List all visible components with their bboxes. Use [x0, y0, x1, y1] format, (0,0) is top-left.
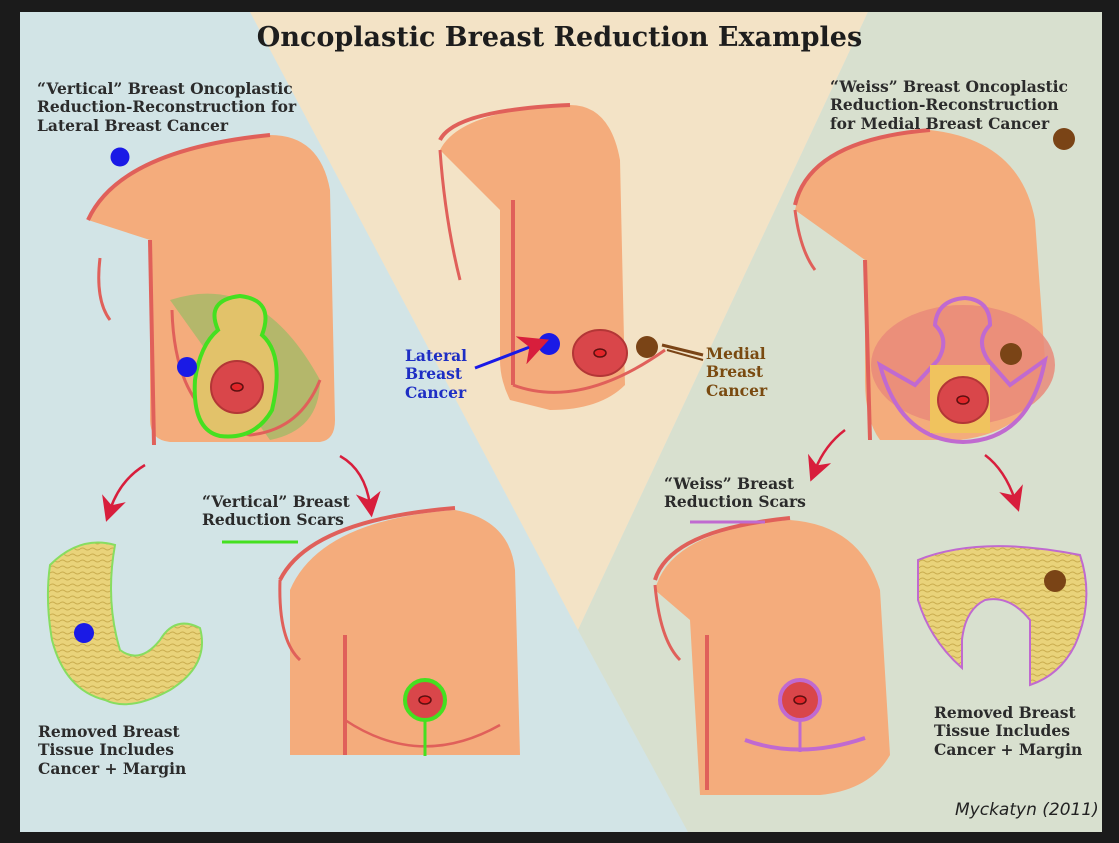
header-cancer-dot: [111, 148, 130, 167]
vertical-scars-label: “Vertical” Breast Reduction Scars: [202, 493, 362, 530]
removed-right-label: Removed Breast Tissue Includes Cancer + …: [934, 704, 1094, 759]
medial-cancer-dot: [1000, 343, 1022, 365]
page-title: Oncoplastic Breast Reduction Examples: [0, 22, 1119, 54]
lateral-cancer-dot: [177, 357, 197, 377]
removed-right-cancer-dot: [1044, 570, 1066, 592]
center-medial-cancer-dot: [636, 336, 658, 358]
left-bottom-torso: [280, 508, 520, 756]
vertical-header-label: “Vertical” Breast Oncoplastic Reduction-…: [37, 80, 297, 135]
removed-left-cancer-dot: [74, 623, 94, 643]
signature: Myckatyn (2011): [955, 800, 1099, 820]
medial-cancer-label: Medial Breast Cancer: [706, 345, 776, 400]
weiss-scars-label: “Weiss” Breast Reduction Scars: [664, 475, 824, 512]
center-lateral-cancer-dot: [538, 333, 560, 355]
lateral-cancer-label: Lateral Breast Cancer: [405, 347, 475, 402]
removed-left-label: Removed Breast Tissue Includes Cancer + …: [38, 723, 198, 778]
weiss-header-label: “Weiss” Breast Oncoplastic Reduction-Rec…: [830, 78, 1080, 133]
